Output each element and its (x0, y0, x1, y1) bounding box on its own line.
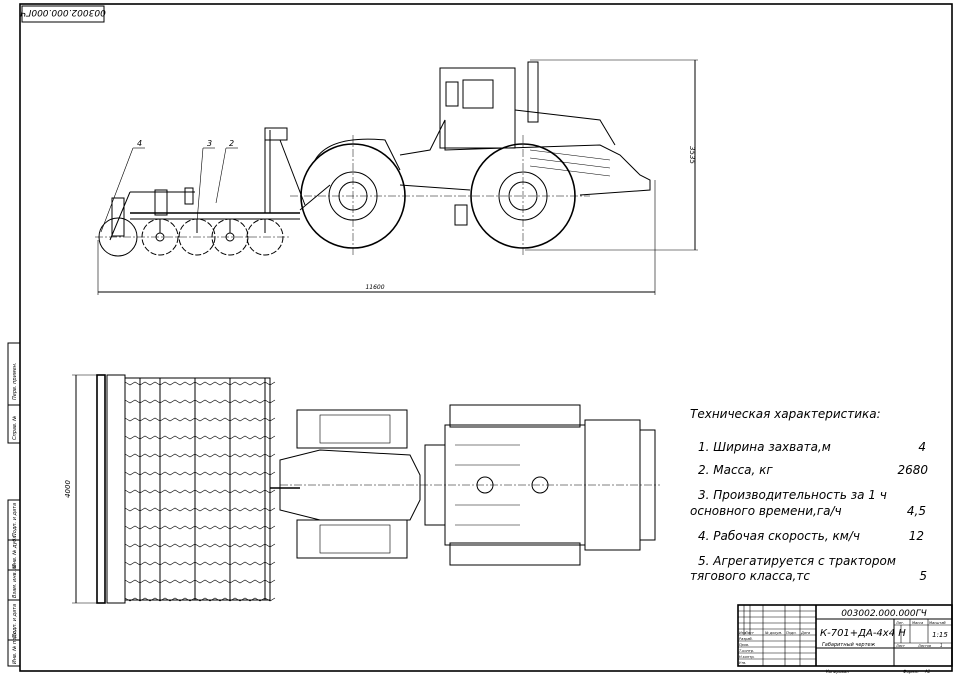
side-view: 4 3 2 (95, 59, 698, 295)
spec-label: 2. Масса, кг (698, 463, 773, 477)
spec-value: 4,5 (907, 504, 926, 518)
tb-header: Дата (800, 631, 810, 635)
harrow-top (96, 374, 300, 604)
disc-gang-row (124, 453, 276, 458)
disc-gang-row (124, 507, 276, 512)
tb-mass-label: Масса (912, 621, 923, 625)
tb-header: Лист (744, 631, 755, 635)
tb-lit-label: Лит. (895, 621, 904, 625)
harrow-discs (95, 197, 290, 257)
callouts: 4 3 2 (100, 139, 238, 233)
disc-gang-row (124, 489, 276, 494)
side-stamp-label: Подп. и дата (12, 604, 18, 638)
side-stamp-label: Инв. № дубл. (12, 534, 18, 568)
spec-label: 1. Ширина захвата,м (698, 440, 831, 454)
tb-header: Подп. (786, 631, 797, 635)
disc-gang-row (124, 417, 276, 422)
spec-value: 4 (918, 440, 926, 454)
spec-value: 5 (919, 569, 927, 583)
dimension-length: 11600 (97, 180, 656, 295)
disc-gang-row (124, 543, 276, 548)
callout-4: 4 (137, 139, 142, 148)
tb-header: Изм (739, 631, 746, 635)
spec-label: тягового класса,тс (690, 569, 810, 583)
spec-label: 4. Рабочая скорость, км/ч (698, 529, 860, 543)
side-stamp-label: Справ. № (12, 416, 18, 440)
disc-gang-row (124, 561, 276, 566)
spec-value: 12 (909, 529, 924, 543)
disc-gang-row (124, 381, 276, 386)
tb-copied-label: Копировал (826, 669, 849, 674)
dimension-height: 3535 (525, 59, 698, 251)
disc-gang-row (124, 525, 276, 530)
tb-format-value: А1 (924, 669, 930, 674)
tractor-side (290, 61, 651, 255)
tb-row-label: Т.контр. (739, 649, 754, 653)
tb-row-label: Пров. (739, 643, 749, 647)
disc-gang-row (124, 471, 276, 476)
spec-value: 2680 (897, 463, 928, 477)
top-stamp-box (21, 5, 105, 23)
side-stamp-label: Перв. примен. (12, 362, 18, 400)
tb-drawing-title: Габаритный чертеж (822, 642, 876, 648)
tb-header: № докум. (764, 631, 782, 635)
spec-label: 3. Производительность за 1 ч (698, 488, 887, 502)
tb-product-name: К-701+ДА-4х4 Н (820, 628, 906, 639)
tb-row-label: Н.контр. (739, 655, 755, 659)
callout-3: 3 (207, 139, 212, 148)
side-stamp-label: Взам. инв. № (12, 564, 18, 598)
disc-gang-row (124, 435, 276, 440)
dimension-width: 4000 (64, 374, 100, 604)
spec-label: 5. Агрегатируется с трактором (698, 554, 896, 568)
side-stamp-label: Инв. № подл. (12, 630, 18, 665)
tb-scale-value: 1:15 (932, 631, 948, 639)
width-dimension: 4000 (64, 480, 72, 498)
spec-title: Техническая характеристика: (690, 407, 881, 421)
height-dimension: 3535 (688, 146, 696, 164)
spec-label: основного времени,га/ч (690, 504, 842, 518)
tb-row-label: Разраб. (739, 637, 753, 641)
top-stamp-code: 003002.000.000ГЧ (20, 7, 106, 17)
disc-gang-row (124, 597, 276, 602)
top-view: 4000 (64, 374, 660, 604)
side-stamp: Перв. примен. Справ. № Подп. и дата Инв.… (7, 342, 21, 667)
tb-scale-label: Масштаб (929, 621, 946, 625)
tb-sheets-label: Листов (917, 644, 931, 648)
disc-gang-row (124, 399, 276, 404)
tractor-top (279, 404, 660, 566)
title-block: Изм Лист № докум. Подп. Дата Разраб. Про… (737, 604, 953, 674)
length-dimension: 11600 (365, 284, 384, 291)
tb-document-code: 003002.000.000ГЧ (841, 609, 927, 619)
tb-sheet-label: Лист (895, 644, 906, 648)
spec-table: Техническая характеристика: 1. Ширина за… (690, 407, 928, 583)
side-stamp-label: Подп. и дата (12, 503, 18, 537)
tb-format-label: Формат (903, 669, 920, 674)
drawing-frame (19, 3, 953, 672)
tb-sheets-value: 1 (940, 643, 943, 648)
tb-row-label: Утв. (739, 661, 746, 665)
disc-gang-row (124, 579, 276, 584)
callout-2: 2 (229, 139, 234, 148)
